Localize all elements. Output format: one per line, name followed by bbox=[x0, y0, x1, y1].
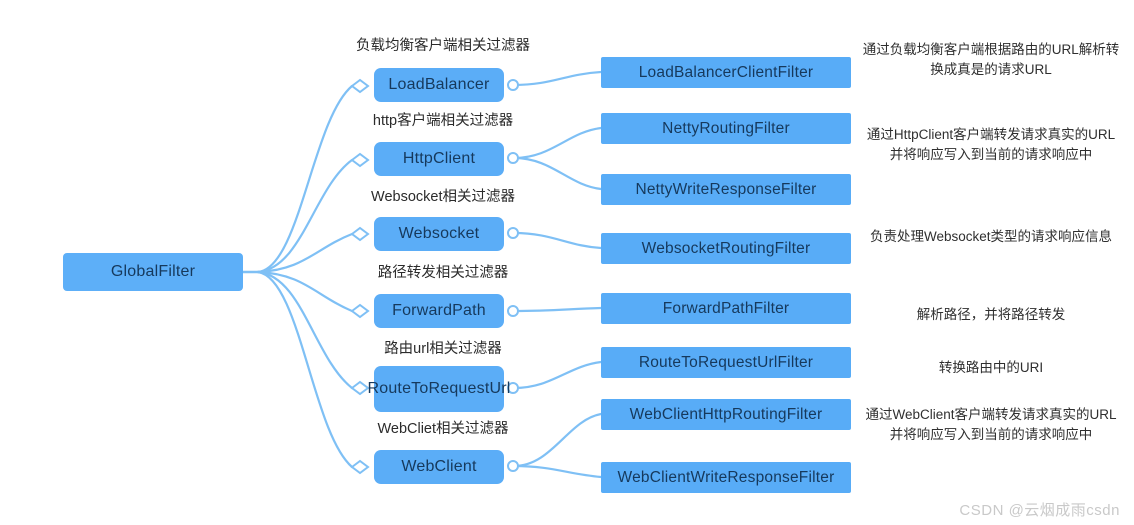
category-label-websocket: Websocket相关过滤器 bbox=[371, 189, 515, 205]
note-forwardpath: 解析路径，并将路径转发 bbox=[916, 307, 1066, 322]
category-label-forwardpath: 路径转发相关过滤器 bbox=[377, 265, 509, 281]
category-label-routetorequesturl: 路由url相关过滤器 bbox=[384, 341, 502, 357]
node-loadbalancerclientfilter-label: LoadBalancerClientFilter bbox=[638, 63, 814, 81]
node-httpclient-label: HttpClient bbox=[402, 150, 476, 168]
node-webclienthttproutingfilter-label: WebClientHttpRoutingFilter bbox=[629, 405, 823, 423]
node-forwardpathfilter-label: ForwardPathFilter bbox=[662, 299, 790, 317]
node-websocketroutingfilter-label: WebsocketRoutingFilter bbox=[641, 239, 811, 257]
note-httpclient: 通过HttpClient客户端转发请求真实的URL并将响应写入到当前的请求响应中 bbox=[866, 127, 1116, 162]
node-routetorequesturlfilter-label: RouteToRequestUrlFilter bbox=[638, 353, 814, 371]
node-webclientwriteresponsefilter-label: WebClientWriteResponseFilter bbox=[617, 468, 835, 486]
node-nettyroutingfilter[interactable]: NettyRoutingFilter bbox=[601, 113, 851, 144]
category-label-httpclient: http客户端相关过滤器 bbox=[372, 113, 514, 129]
node-loadbalancerclientfilter[interactable]: LoadBalancerClientFilter bbox=[601, 57, 851, 88]
node-websocket[interactable]: Websocket bbox=[374, 217, 504, 251]
note-loadbalancer: 通过负载均衡客户端根据路由的URL解析转换成真是的请求URL bbox=[862, 42, 1120, 77]
node-webclientwriteresponsefilter[interactable]: WebClientWriteResponseFilter bbox=[601, 462, 851, 493]
node-routetorequesturlfilter[interactable]: RouteToRequestUrlFilter bbox=[601, 347, 851, 378]
node-global-filter-label: GlobalFilter bbox=[110, 263, 196, 281]
note-routetorequesturl: 转换路由中的URI bbox=[938, 360, 1044, 375]
node-webclienthttproutingfilter[interactable]: WebClientHttpRoutingFilter bbox=[601, 399, 851, 430]
node-webclient[interactable]: WebClient bbox=[374, 450, 504, 484]
node-forwardpathfilter[interactable]: ForwardPathFilter bbox=[601, 293, 851, 324]
watermark: CSDN @云烟成雨csdn bbox=[959, 502, 1120, 519]
node-httpclient[interactable]: HttpClient bbox=[374, 142, 504, 176]
category-label-loadbalancer: 负载均衡客户端相关过滤器 bbox=[356, 38, 530, 54]
note-webclient: 通过WebClient客户端转发请求真实的URL并将响应写入到当前的请求响应中 bbox=[865, 407, 1117, 442]
node-routetorequesturl-label: RouteToRequestUrl bbox=[367, 380, 511, 398]
node-global-filter[interactable]: GlobalFilter bbox=[63, 253, 243, 291]
node-loadbalancer-label: LoadBalancer bbox=[388, 76, 490, 94]
node-loadbalancer[interactable]: LoadBalancer bbox=[374, 68, 504, 102]
node-routetorequesturl[interactable]: RouteToRequestUrl bbox=[367, 366, 510, 412]
node-forwardpath[interactable]: ForwardPath bbox=[374, 294, 504, 328]
node-forwardpath-label: ForwardPath bbox=[392, 302, 486, 320]
category-label-webclient: WebCliet相关过滤器 bbox=[377, 421, 509, 437]
node-websocketroutingfilter[interactable]: WebsocketRoutingFilter bbox=[601, 233, 851, 264]
note-websocket: 负责处理Websocket类型的请求响应信息 bbox=[869, 229, 1113, 244]
node-nettywriteresponsefilter-label: NettyWriteResponseFilter bbox=[635, 180, 817, 198]
node-webclient-label: WebClient bbox=[401, 458, 477, 476]
node-websocket-label: Websocket bbox=[398, 225, 480, 243]
node-nettywriteresponsefilter[interactable]: NettyWriteResponseFilter bbox=[601, 174, 851, 205]
node-nettyroutingfilter-label: NettyRoutingFilter bbox=[662, 119, 790, 137]
